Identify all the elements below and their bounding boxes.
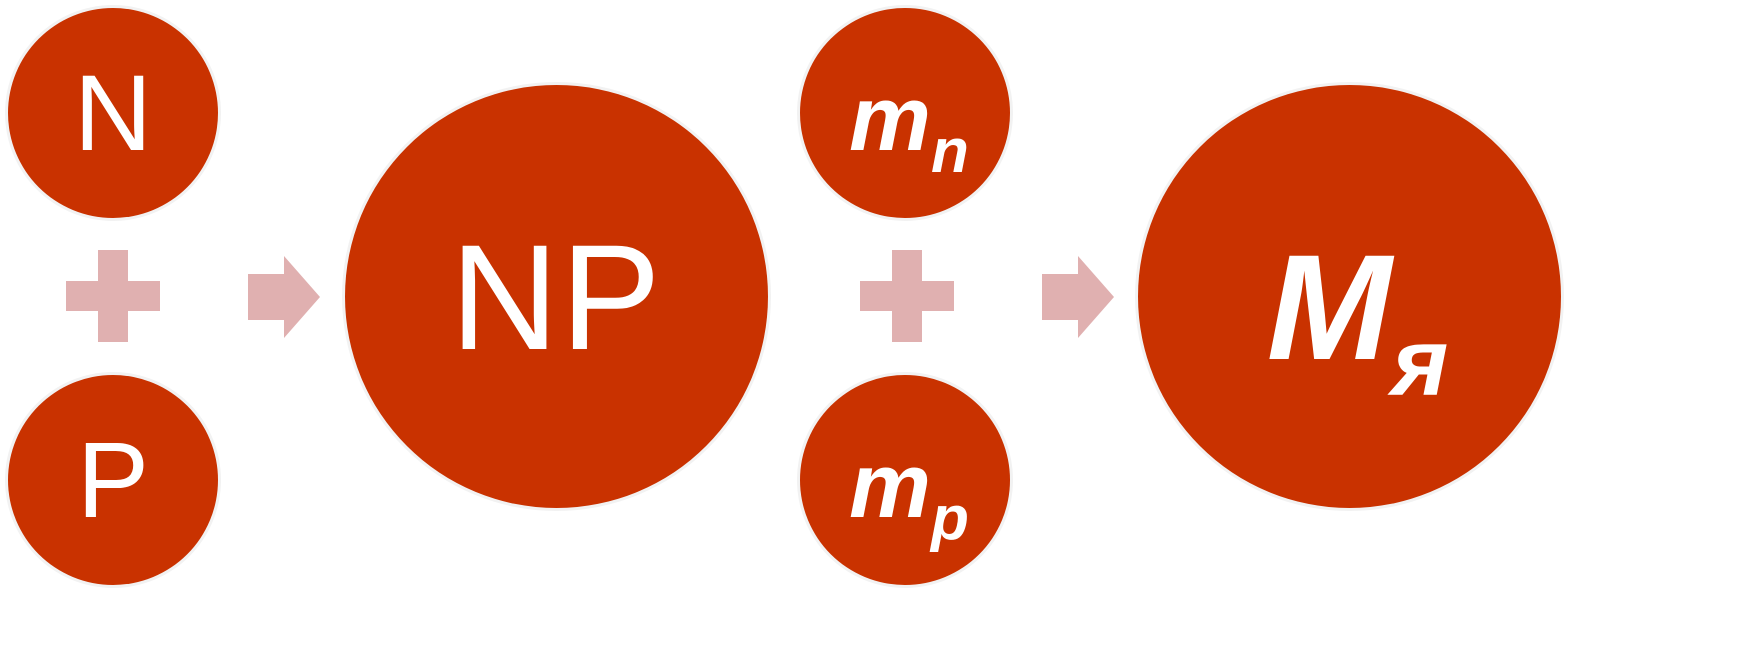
node-np: NP <box>345 85 768 508</box>
node-n: N <box>8 8 218 218</box>
node-mya-symbol: Mя <box>1266 222 1448 411</box>
node-mn: mn <box>800 8 1010 218</box>
plus-icon <box>66 250 160 342</box>
plus-icon <box>860 250 954 342</box>
node-mn-main: m <box>849 68 931 170</box>
node-mya-sub: я <box>1391 308 1449 416</box>
node-p: P <box>8 375 218 585</box>
node-n-label: N <box>74 52 152 173</box>
node-mn-sub: n <box>930 117 969 186</box>
node-mp: mp <box>800 375 1010 585</box>
arrow-right-icon <box>1042 256 1114 338</box>
node-np-label: NP <box>450 212 663 381</box>
node-mya: Mя <box>1138 85 1561 508</box>
arrow-right-icon <box>248 256 320 338</box>
node-p-label: P <box>76 419 150 540</box>
node-mp-symbol: mp <box>849 435 969 550</box>
node-mp-main: m <box>849 435 931 537</box>
node-mya-main: M <box>1266 222 1392 391</box>
node-mp-sub: p <box>930 484 969 553</box>
node-mn-symbol: mn <box>849 68 969 183</box>
